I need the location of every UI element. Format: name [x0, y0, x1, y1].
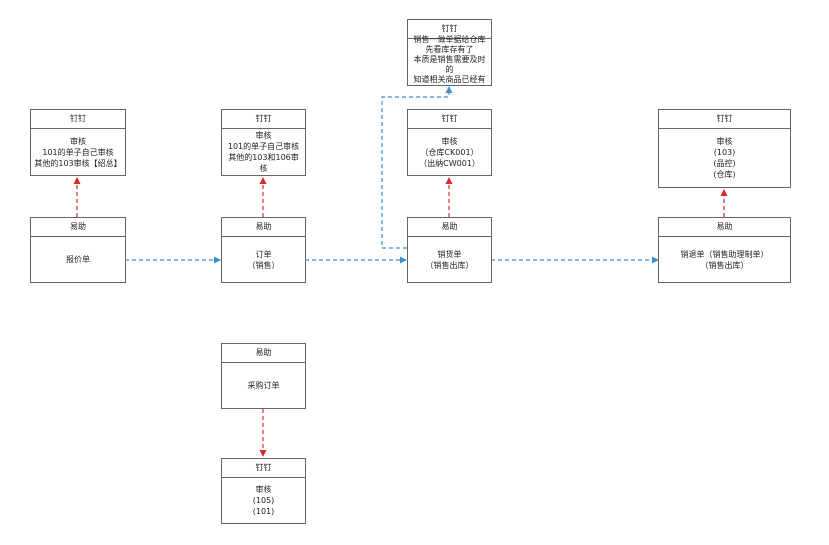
node-purchase-line-1: 采购订单	[247, 381, 280, 390]
node-purchase[interactable]: 易助 采购订单	[221, 343, 306, 409]
node-quote-line-1: 报价单	[66, 255, 90, 264]
node-return-audit-line-2: (103)	[713, 148, 736, 157]
node-return-line-1: 销退单（销售助理制单）	[680, 249, 769, 259]
node-delivery-audit-line-1: 审核	[441, 136, 458, 146]
node-order-audit-line-1: 审核	[255, 131, 272, 140]
node-delivery-note-line-1: 销售一做单据给仓库	[413, 35, 486, 44]
node-quote-header: 易助	[31, 218, 125, 237]
node-delivery-note-header: 钉钉	[408, 20, 491, 39]
node-delivery-line-1: 销货单	[437, 249, 462, 259]
node-purchase-audit-body: 审核 (105) (101)	[222, 478, 305, 523]
node-quote-audit-line-1: 审核	[70, 136, 86, 146]
node-quote-audit-line-3: 其他的103审核【绍总】	[34, 158, 122, 168]
node-order[interactable]: 易助 订单 （销售）	[221, 217, 306, 283]
node-return-audit-body: 审核 (103) (品控) (仓库)	[659, 129, 790, 187]
node-quote-audit-body: 审核 101的单子自己审核 其他的103审核【绍总】	[31, 129, 125, 175]
node-delivery-note-body: 销售一做单据给仓库 先看库存有了 本质是销售需要及时的 知道相关商品已经有库 存…	[408, 35, 491, 85]
node-order-line-2: （销售）	[247, 260, 280, 270]
node-quote-audit[interactable]: 钉钉 审核 101的单子自己审核 其他的103审核【绍总】	[30, 109, 126, 176]
node-purchase-body: 采购订单	[222, 363, 305, 408]
node-return-audit-header: 钉钉	[659, 110, 790, 129]
node-delivery-note-line-2: 先看库存有了	[425, 45, 474, 54]
node-order-header: 易助	[222, 218, 305, 237]
node-return-audit-line-1: 审核	[716, 137, 733, 146]
node-return-audit[interactable]: 钉钉 审核 (103) (品控) (仓库)	[658, 109, 791, 188]
node-purchase-audit-line-3: (101)	[252, 507, 275, 516]
node-quote[interactable]: 易助 报价单	[30, 217, 126, 283]
node-delivery-note-line-3: 本质是销售需要及时的	[413, 55, 486, 74]
node-purchase-audit[interactable]: 钉钉 审核 (105) (101)	[221, 458, 306, 524]
node-delivery-audit-body: 审核 （仓库CK001） （出纳CW001）	[408, 129, 491, 175]
node-purchase-audit-line-2: (105)	[252, 496, 275, 505]
node-delivery-note-line-4: 知道相关商品已经有库	[413, 75, 486, 84]
node-delivery-audit-header: 钉钉	[408, 110, 491, 129]
node-order-audit-line-2: 101的单子自己审核	[227, 142, 300, 151]
node-return[interactable]: 易助 销退单（销售助理制单） （销售出库）	[658, 217, 791, 283]
node-return-header: 易助	[659, 218, 790, 237]
node-delivery-audit-line-2: （仓库CK001）	[420, 147, 479, 157]
node-order-audit[interactable]: 钉钉 审核 101的单子自己审核 其他的103和106审核	[221, 109, 306, 176]
node-purchase-header: 易助	[222, 344, 305, 363]
node-order-line-1: 订单	[255, 249, 272, 259]
node-delivery-body: 销货单 （销售出库）	[408, 237, 491, 282]
node-quote-audit-header: 钉钉	[31, 110, 125, 129]
node-delivery-audit[interactable]: 钉钉 审核 （仓库CK001） （出纳CW001）	[407, 109, 492, 176]
node-return-audit-line-4: (仓库)	[713, 170, 736, 179]
node-purchase-audit-line-1: 审核	[255, 485, 272, 494]
node-delivery-audit-line-3: （出纳CW001）	[419, 158, 480, 168]
node-quote-body: 报价单	[31, 237, 125, 282]
node-delivery[interactable]: 易助 销货单 （销售出库）	[407, 217, 492, 283]
node-delivery-note[interactable]: 钉钉 销售一做单据给仓库 先看库存有了 本质是销售需要及时的 知道相关商品已经有…	[407, 19, 492, 86]
node-return-body: 销退单（销售助理制单） （销售出库）	[659, 237, 790, 282]
node-order-body: 订单 （销售）	[222, 237, 305, 282]
node-order-audit-body: 审核 101的单子自己审核 其他的103和106审核	[222, 129, 305, 175]
node-order-audit-header: 钉钉	[222, 110, 305, 129]
node-quote-audit-line-2: 101的单子自己审核	[42, 147, 114, 157]
node-delivery-header: 易助	[408, 218, 491, 237]
node-purchase-audit-header: 钉钉	[222, 459, 305, 478]
node-return-line-2: （销售出库）	[700, 260, 749, 270]
node-return-audit-line-3: (品控)	[713, 159, 736, 168]
node-delivery-line-2: （销售出库）	[425, 260, 474, 270]
flow-arrow-delivery-to-note	[381, 86, 453, 249]
node-order-audit-line-3: 其他的103和106审核	[228, 153, 299, 173]
